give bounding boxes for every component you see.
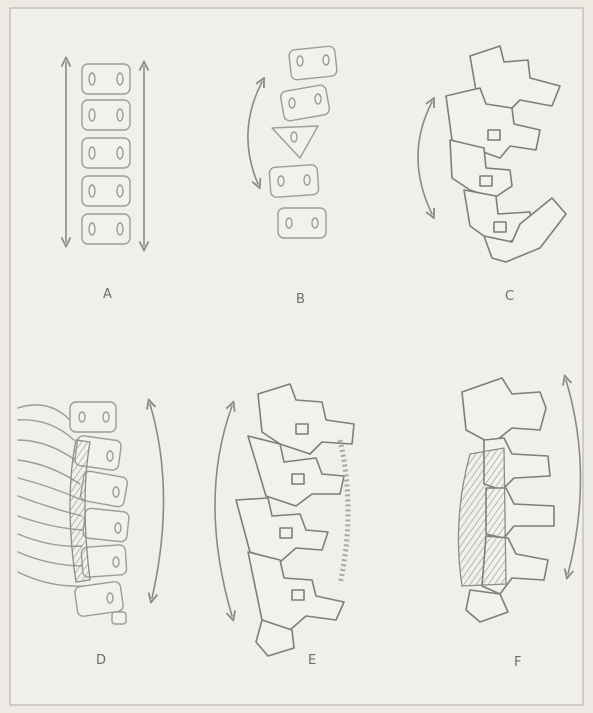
panel-label-c: C	[505, 289, 514, 304]
panel-label-f: F	[514, 655, 521, 670]
panel-label-a: A	[103, 287, 112, 302]
panel-label-d: D	[96, 653, 106, 668]
panel-label-e: E	[308, 653, 316, 668]
panel-label-b: B	[296, 292, 305, 307]
vertebra-column-a	[82, 64, 130, 244]
